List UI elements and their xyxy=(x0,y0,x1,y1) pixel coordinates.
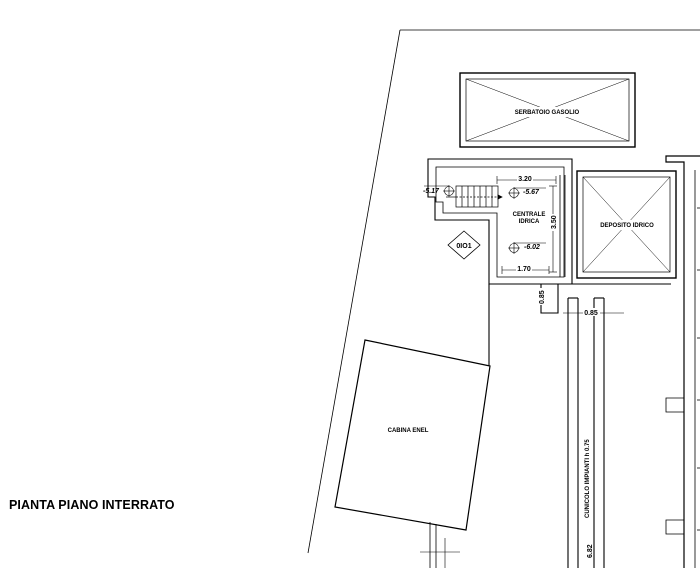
dimension-stair-width-bg xyxy=(516,265,532,273)
elevation-outside-text: -5.17 xyxy=(423,188,440,195)
dimension-plant-width-bg xyxy=(517,175,533,183)
enel-cabin xyxy=(334,339,491,568)
fuel-tank-label-bg xyxy=(516,107,578,117)
dimension-opening-height-text: 0.85 xyxy=(539,290,546,304)
elevation-marker-upper xyxy=(508,187,546,199)
enel-cabin-label: CABINA ENEL xyxy=(388,428,429,434)
water-deposit-label-bg xyxy=(598,220,656,230)
elevation-lower-text: -6.02 xyxy=(524,244,540,251)
service-corridor-label: CUNICOLO IMPIANTI h 0.75 xyxy=(585,439,591,518)
drawing-title: PIANTA PIANO INTERRATO xyxy=(9,498,175,512)
dimension-opening-height-bg xyxy=(535,288,545,305)
staircase xyxy=(446,185,503,208)
dimension-plant-width-text: 3.20 xyxy=(518,176,532,183)
fuel-tank-label: SERBATOIO GASOLIO xyxy=(515,110,580,116)
section-tag xyxy=(447,230,481,260)
dimension-corridor-length-text: 6.82 xyxy=(587,544,594,558)
water-deposit-label: DEPOSITO IDRICO xyxy=(600,223,654,229)
elevation-upper-text: -5.67 xyxy=(523,189,540,196)
dimension-plant-depth-text: 3.50 xyxy=(551,215,558,229)
water-plant-walls xyxy=(427,158,573,285)
dimension-plant-depth-bg xyxy=(548,214,558,231)
water-plant-label-line2: IDRICA xyxy=(519,219,540,225)
elevation-marker-lower xyxy=(508,242,546,254)
elevation-marker-outside xyxy=(424,185,455,197)
main-building-wall xyxy=(665,155,700,568)
dimension-corridor-width-text: 0.85 xyxy=(584,310,598,317)
dimension-stair-width-text: 1.70 xyxy=(517,266,531,273)
dimension-corridor-width-bg xyxy=(583,308,600,316)
water-plant-label-line1: CENTRALE xyxy=(513,212,546,218)
corridor-walls xyxy=(488,283,671,568)
section-tag-text: 0IO1 xyxy=(456,243,471,250)
site-boundary xyxy=(307,29,700,554)
